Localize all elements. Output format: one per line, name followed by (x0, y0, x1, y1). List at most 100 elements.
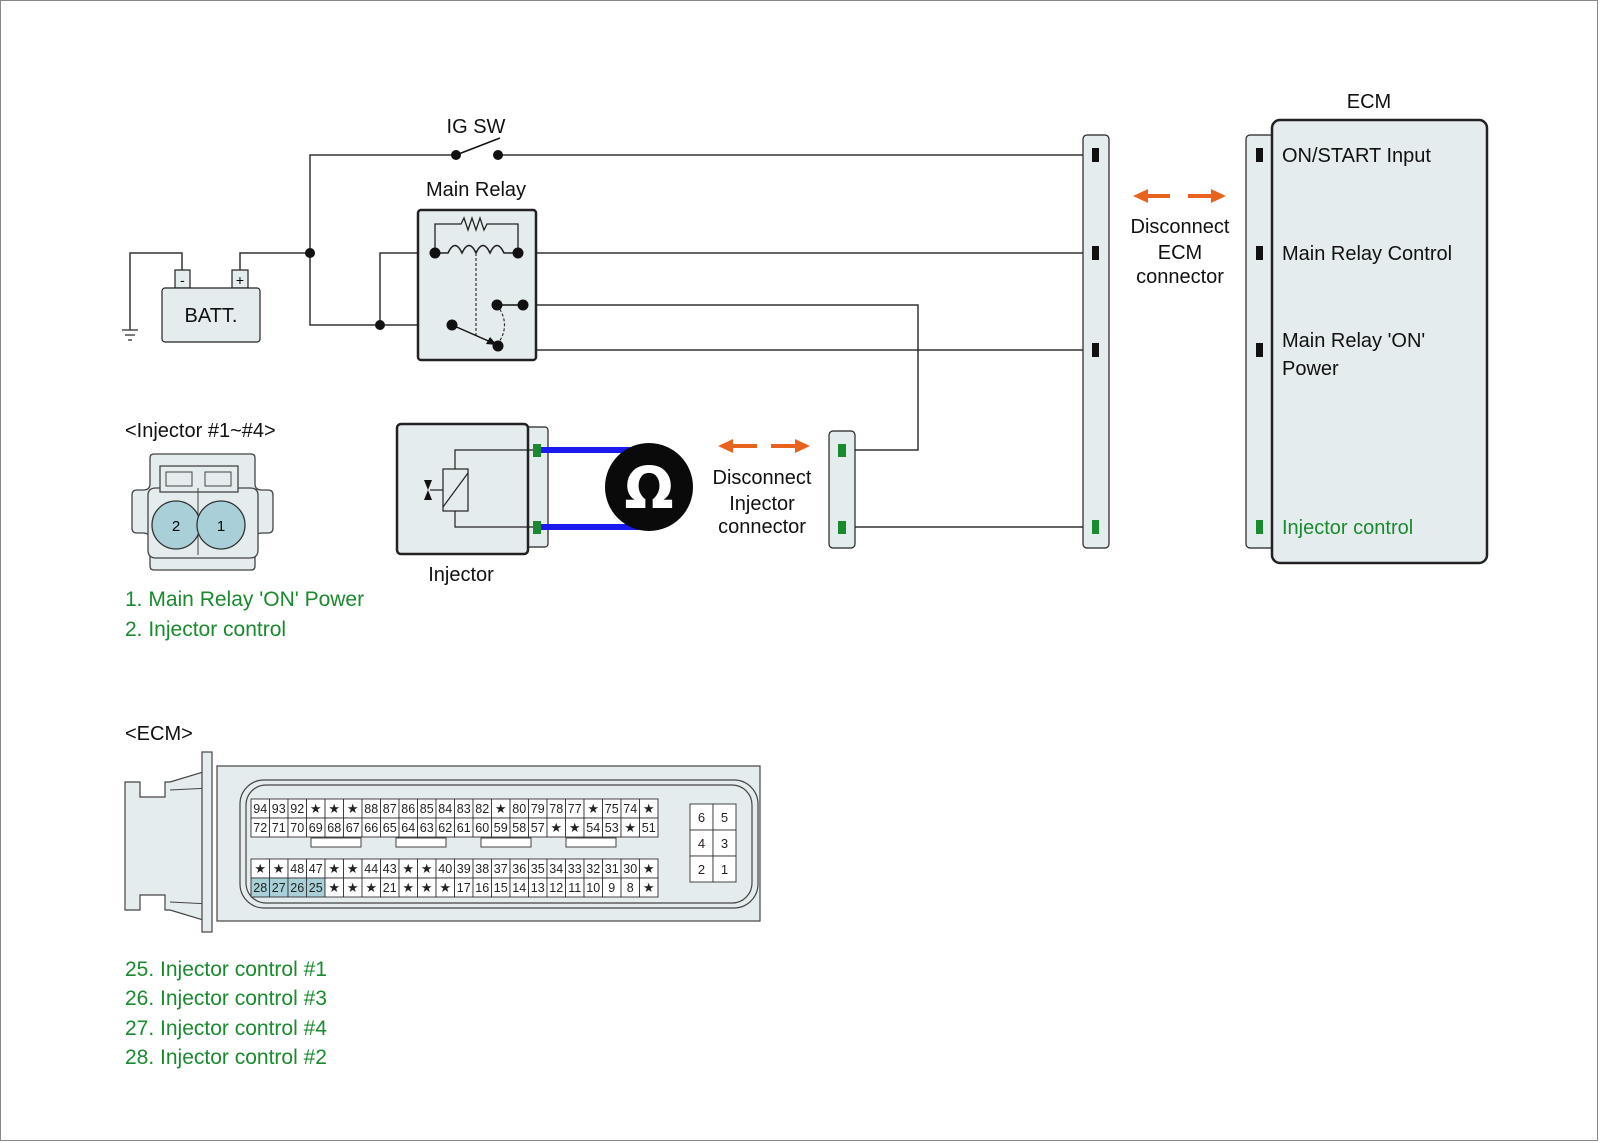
ecm-pin-label-on-start: ON/START Input (1282, 145, 1431, 167)
pin-number: 1 (217, 518, 225, 535)
ecm-pin-number: 74 (623, 802, 637, 816)
relay-terminal (512, 247, 524, 259)
battery: - + BATT. (161, 269, 261, 343)
relay-switch-feed-wire (309, 253, 452, 326)
unused-pin-icon: ★ (328, 802, 340, 817)
unused-pin-icon: ★ (365, 881, 377, 896)
ecm-unit: ECM ON/START Input Main Relay Control Ma… (1245, 91, 1489, 565)
ecm-pin-number: 92 (290, 802, 304, 816)
disconnect-injector-line1: Disconnect (713, 467, 812, 489)
relay-switch-arc (496, 304, 506, 346)
arrow-right-icon (1211, 189, 1226, 203)
relay-output-wire (523, 304, 919, 451)
ecm-pin-number: 35 (531, 862, 545, 876)
ecm-pin-number: 10 (586, 881, 600, 895)
unused-pin-icon: ★ (624, 821, 636, 836)
ohmmeter[interactable]: Ω (605, 443, 693, 531)
ecm-pin-number: 75 (605, 802, 619, 816)
ecm-pin-number: 31 (605, 862, 619, 876)
ecm-pin-number: 14 (512, 881, 526, 895)
unused-pin-icon: ★ (439, 881, 451, 896)
ecm-pin-cell (639, 877, 659, 898)
disconnect-ecm-line2: ECM (1158, 242, 1202, 264)
unused-pin-icon: ★ (550, 821, 562, 836)
injector-pin-1 (196, 500, 246, 550)
unused-pin-icon: ★ (643, 862, 655, 877)
ecm-pin-number: 17 (457, 881, 471, 895)
ecm-pin-number: 40 (438, 862, 452, 876)
ecm-connector-title: <ECM> (125, 723, 193, 745)
ecm-pin-number: 71 (272, 821, 286, 835)
ecm-pin-number: 64 (401, 821, 415, 835)
ecm-pin-number: 80 (512, 802, 526, 816)
disconnect-injector-arrows (718, 439, 810, 453)
unused-pin-icon: ★ (569, 821, 581, 836)
ground-icon (122, 329, 138, 341)
ecm-pin-number: 69 (309, 821, 323, 835)
ecm-pin (1256, 520, 1263, 534)
ecm-pin-number: 21 (383, 881, 397, 895)
ecm-title: ECM (1347, 91, 1391, 113)
ecm-pin-number: 82 (475, 802, 489, 816)
ecm-pin-number: 16 (475, 881, 489, 895)
ecm-pin-number: 12 (549, 881, 563, 895)
ecm-pin-number: 63 (420, 821, 434, 835)
junction-dot (305, 248, 315, 258)
ecm-pin-label-main-relay-control: Main Relay Control (1282, 243, 1452, 265)
unused-pin-icon: ★ (347, 881, 359, 896)
ecm-pin-number: 48 (290, 862, 304, 876)
injector-harness-connector[interactable] (828, 430, 856, 549)
ecm-pin-number: 30 (623, 862, 637, 876)
injector-connector-title: <Injector #1~#4> (125, 420, 276, 442)
battery-label: BATT. (185, 305, 238, 327)
ecm-legend-4: 28. Injector control #2 (125, 1046, 327, 1069)
ecm-pin-number: 87 (383, 802, 397, 816)
injector-pin (533, 444, 541, 457)
ecm-pin-number: 57 (531, 821, 545, 835)
ecm-legend-1: 25. Injector control #1 (125, 958, 327, 981)
ecm-pin-number: 58 (512, 821, 526, 835)
ecm-pin-number: 37 (494, 862, 508, 876)
ecm-pin (1256, 343, 1263, 357)
ecm-pin-number: 62 (438, 821, 452, 835)
arrow-left-icon (718, 439, 733, 453)
disconnect-injector-line2: Injector (729, 493, 795, 515)
resistor-icon (434, 215, 519, 253)
injector-connector-face: 2 1 (131, 453, 274, 571)
ecm-small-pin-number: 2 (698, 862, 705, 877)
unused-pin-icon: ★ (587, 802, 599, 817)
arrow-left-icon (1133, 189, 1148, 203)
batt-pos-label: + (236, 272, 244, 288)
injector-label: Injector (428, 564, 494, 586)
ecm-pin (1256, 148, 1263, 162)
ecm-legend-2: 26. Injector control #3 (125, 987, 327, 1010)
unused-pin-icon: ★ (643, 881, 655, 896)
ecm-small-pin-number: 4 (698, 836, 705, 851)
injector-legend-2: 2. Injector control (125, 618, 286, 641)
ecm-pin-number: 34 (549, 862, 563, 876)
ecm-harness-connector[interactable] (1082, 134, 1110, 549)
ecm-pin-number: 84 (438, 802, 452, 816)
ecm-pin-number: 26 (290, 881, 304, 895)
disconnect-injector-line3: connector (718, 516, 806, 538)
pin-on-start (1092, 148, 1099, 162)
disconnect-ecm-line3: connector (1136, 266, 1224, 288)
disconnect-ecm-arrows (1133, 189, 1226, 203)
ground-wire (129, 252, 183, 330)
disconnect-ecm-line1: Disconnect (1131, 216, 1230, 238)
relay-switch-blade (451, 324, 494, 344)
ecm-pin-number: 38 (475, 862, 489, 876)
ecm-small-pin-cell (712, 855, 737, 883)
ecm-legend-3: 27. Injector control #4 (125, 1017, 327, 1040)
ecm-pin-number: 15 (494, 881, 508, 895)
ohmmeter-body (605, 443, 693, 531)
ig-switch: IG SW (447, 116, 506, 160)
unused-pin-icon: ★ (347, 862, 359, 877)
injector-internal-wire (454, 510, 536, 528)
ecm-pin-number: 85 (420, 802, 434, 816)
injector-harness-body (828, 430, 856, 549)
unused-pin-icon: ★ (347, 802, 359, 817)
unused-pin-icon: ★ (328, 881, 340, 896)
